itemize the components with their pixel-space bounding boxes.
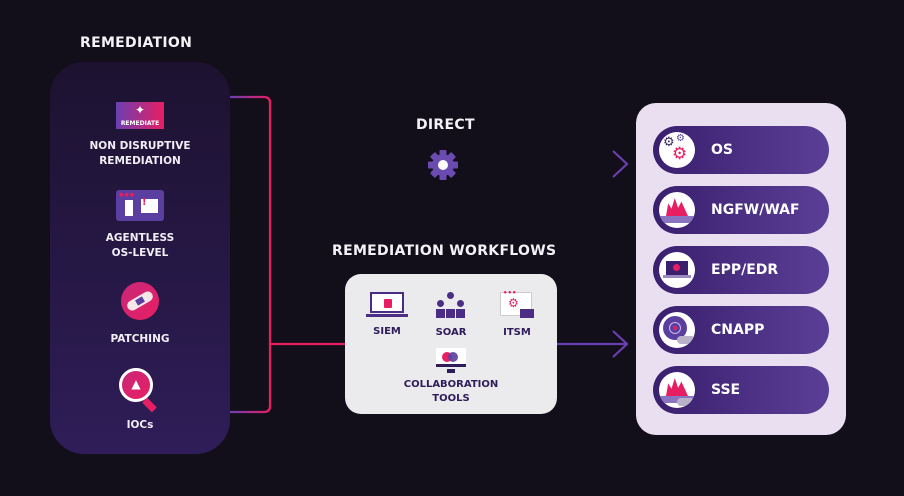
gear-icon xyxy=(428,150,458,180)
firewall-cloud-icon xyxy=(659,372,695,408)
magnifier-warning-icon xyxy=(119,368,161,413)
source-patching: PATCHING xyxy=(50,282,230,347)
radar-cloud-icon xyxy=(659,312,695,348)
workflow-itsm: ⚙ ITSM xyxy=(495,289,539,340)
source-label: OS-LEVEL xyxy=(111,247,169,259)
source-agentless-os-level: ●●● AGENTLESS OS-LEVEL xyxy=(50,190,230,261)
target-cnapp: CNAPP xyxy=(653,306,829,354)
remediate-badge-icon: ✦ REMEDIATE xyxy=(116,102,164,129)
source-label: IOCs xyxy=(126,419,154,431)
target-os: ⚙ ⚙ ⚙ OS xyxy=(653,126,829,174)
workflow-arrowhead xyxy=(612,330,629,358)
connector-stub-6 xyxy=(230,405,272,414)
target-epp-edr: EPP/EDR xyxy=(653,246,829,294)
source-label: PATCHING xyxy=(110,333,170,345)
laptop-lock-icon xyxy=(366,292,408,317)
bandage-icon xyxy=(121,282,159,320)
source-label: NON DISRUPTIVE xyxy=(89,140,191,152)
source-label: AGENTLESS xyxy=(105,232,175,244)
direct-title: DIRECT xyxy=(416,117,475,133)
remediation-panel: ✦ REMEDIATE NON DISRUPTIVE REMEDIATION ●… xyxy=(50,62,230,454)
workflows-title: REMEDIATION WORKFLOWS xyxy=(332,243,557,259)
targets-panel: ⚙ ⚙ ⚙ OS NGFW/WAF EPP/EDR CNAPP SSE xyxy=(636,103,846,435)
workflows-box: SIEM SOAR ⚙ ITSM COLLABORATION TOOLS xyxy=(345,274,557,414)
workflow-collaboration-tools: COLLABORATION TOOLS xyxy=(385,348,517,406)
firewall-icon xyxy=(659,192,695,228)
monitor-collab-icon xyxy=(436,348,466,373)
hierarchy-icon xyxy=(434,292,468,318)
workflow-siem: SIEM xyxy=(365,292,409,339)
source-label: REMEDIATION xyxy=(99,155,181,167)
target-ngfw-waf: NGFW/WAF xyxy=(653,186,829,234)
workflow-soar: SOAR xyxy=(431,292,471,340)
remediation-title: REMEDIATION xyxy=(80,35,193,51)
gears-icon: ⚙ ⚙ ⚙ xyxy=(659,132,695,168)
source-iocs: IOCs xyxy=(50,368,230,433)
connector-stub-1 xyxy=(230,95,272,104)
browser-window-icon: ●●● xyxy=(116,190,164,221)
source-non-disruptive-remediation: ✦ REMEDIATE NON DISRUPTIVE REMEDIATION xyxy=(50,102,230,169)
laptop-endpoint-icon xyxy=(659,252,695,288)
direct-arrowhead xyxy=(612,150,629,178)
window-gear-icon: ⚙ xyxy=(500,289,534,318)
target-sse: SSE xyxy=(653,366,829,414)
